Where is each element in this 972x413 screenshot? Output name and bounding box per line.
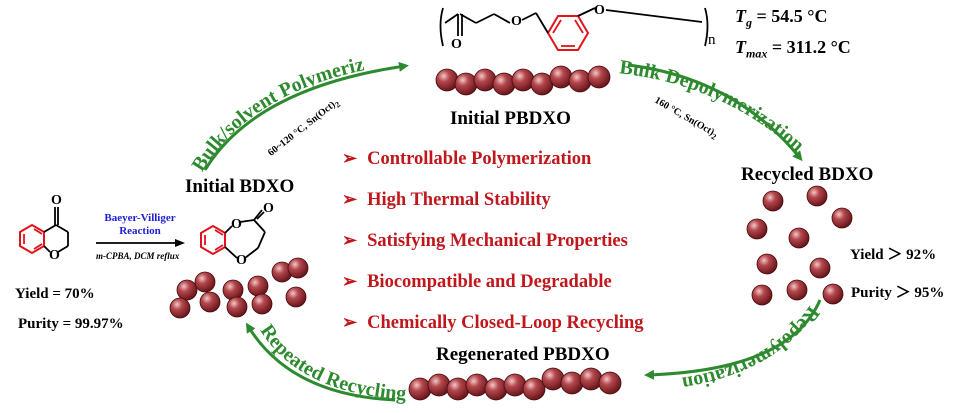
bead-icon xyxy=(251,293,273,315)
tmax-sub: max xyxy=(746,46,768,61)
tmax-value: = 311.2 °C xyxy=(771,37,851,57)
step-repolymerization: Repolymerization xyxy=(681,302,824,394)
reaction-name-line2: Reaction xyxy=(119,225,161,237)
bead-icon xyxy=(226,296,248,318)
step-bulk-polymerization: Bulk/solvent Polymerization xyxy=(0,0,366,175)
tmax-label: Tmax = 311.2 °C xyxy=(735,37,851,62)
bdxo-structure xyxy=(200,209,266,259)
property-text: Satisfying Mechanical Properties xyxy=(367,231,628,251)
bead-group xyxy=(169,65,853,401)
bead-icon xyxy=(454,72,478,96)
carbonyl-o-label: O xyxy=(263,201,274,216)
bead-icon xyxy=(831,207,853,229)
reaction-name: Baeyer-Villiger Reaction xyxy=(84,212,196,238)
recycled-purity: Purity ＞ 95% xyxy=(851,285,945,301)
bead-icon xyxy=(427,373,451,397)
bead-icon xyxy=(408,377,432,401)
recycled-bdxo-label: Recycled BDXO xyxy=(741,164,874,185)
chevron-right-icon: ➢ xyxy=(342,230,358,250)
bead-icon xyxy=(786,279,808,301)
ester-o-label: O xyxy=(231,217,242,232)
chevron-right-icon: ➢ xyxy=(342,271,358,291)
polymer-ester-o: O xyxy=(511,14,522,29)
bead-icon xyxy=(285,286,307,308)
bead-icon xyxy=(176,279,198,301)
initial-bdxo-label: Initial BDXO xyxy=(185,176,295,197)
polymer-carbonyl-o: O xyxy=(451,37,462,52)
start-yield: Yield = 70% xyxy=(15,286,95,302)
tg-label: Tg = 54.5 °C xyxy=(735,6,827,31)
bead-icon xyxy=(199,291,221,313)
bead-icon xyxy=(549,65,573,89)
property-item: ➢ High Thermal Stability xyxy=(342,189,551,211)
bead-icon xyxy=(503,373,527,397)
property-text: Controllable Polymerization xyxy=(367,149,592,169)
property-item: ➢ Biocompatible and Degradable xyxy=(342,271,612,293)
bead-icon xyxy=(465,373,489,397)
bead-icon xyxy=(473,68,497,92)
repeat-n: n xyxy=(708,32,716,48)
bead-icon xyxy=(788,227,810,249)
property-item: ➢ Satisfying Mechanical Properties xyxy=(342,230,628,252)
bead-icon xyxy=(598,371,622,395)
property-text: High Thermal Stability xyxy=(367,190,551,210)
bead-icon xyxy=(809,257,831,279)
bead-icon xyxy=(492,72,516,96)
tmax-symbol: T xyxy=(735,37,746,57)
bead-icon xyxy=(822,283,844,305)
chevron-right-icon: ➢ xyxy=(342,148,358,168)
cycle-arrow-icon xyxy=(644,299,822,380)
tg-sub: g xyxy=(746,15,752,30)
bead-icon xyxy=(806,185,828,207)
bead-icon xyxy=(511,68,535,92)
chromanone-structure xyxy=(19,207,69,255)
bead-icon xyxy=(247,275,269,297)
bead-icon xyxy=(446,377,470,401)
tg-value: = 54.5 °C xyxy=(756,6,828,26)
carbonyl-o-label: O xyxy=(51,193,62,208)
polymer-ether-o: O xyxy=(594,3,605,18)
property-text: Biocompatible and Degradable xyxy=(367,272,612,292)
property-text: Chemically Closed-Loop Recycling xyxy=(367,313,644,333)
bead-icon xyxy=(568,69,592,93)
pbdxo-repeat-unit xyxy=(439,7,709,51)
property-item: ➢ Controllable Polymerization xyxy=(342,148,591,170)
ether-o-label: O xyxy=(236,253,247,268)
recycled-yield: Yield ＞ 92% xyxy=(850,247,937,263)
reaction-conditions: m-CPBA, DCM reflux xyxy=(96,251,180,261)
bead-icon xyxy=(222,279,244,301)
bead-icon xyxy=(587,65,611,89)
bead-icon xyxy=(522,377,546,401)
reaction-name-line1: Baeyer-Villiger xyxy=(104,212,176,224)
ring-o-label: O xyxy=(49,248,60,263)
bead-icon xyxy=(560,371,584,395)
tg-symbol: T xyxy=(735,6,746,26)
bead-icon xyxy=(484,377,508,401)
cycle-arrow-icon xyxy=(245,322,396,402)
bead-icon xyxy=(287,257,309,279)
regenerated-pbdxo-label: Regenerated PBDXO xyxy=(436,344,610,365)
bead-icon xyxy=(746,218,768,240)
chevron-right-icon: ➢ xyxy=(342,189,358,209)
bead-icon xyxy=(751,284,773,306)
cycle-arrow-icon xyxy=(627,63,803,162)
bead-icon xyxy=(435,68,459,92)
cycle-arrow-icon xyxy=(203,61,409,171)
bead-icon xyxy=(169,297,191,319)
initial-pbdxo-label: Initial PBDXO xyxy=(450,108,571,129)
bead-icon xyxy=(579,367,603,391)
bead-icon xyxy=(541,367,565,391)
bead-icon xyxy=(194,271,216,293)
chevron-right-icon: ➢ xyxy=(342,312,358,332)
bead-icon xyxy=(762,190,784,212)
start-purity: Purity = 99.97% xyxy=(18,316,124,332)
bead-icon xyxy=(756,253,778,275)
property-item: ➢ Chemically Closed-Loop Recycling xyxy=(342,312,644,334)
